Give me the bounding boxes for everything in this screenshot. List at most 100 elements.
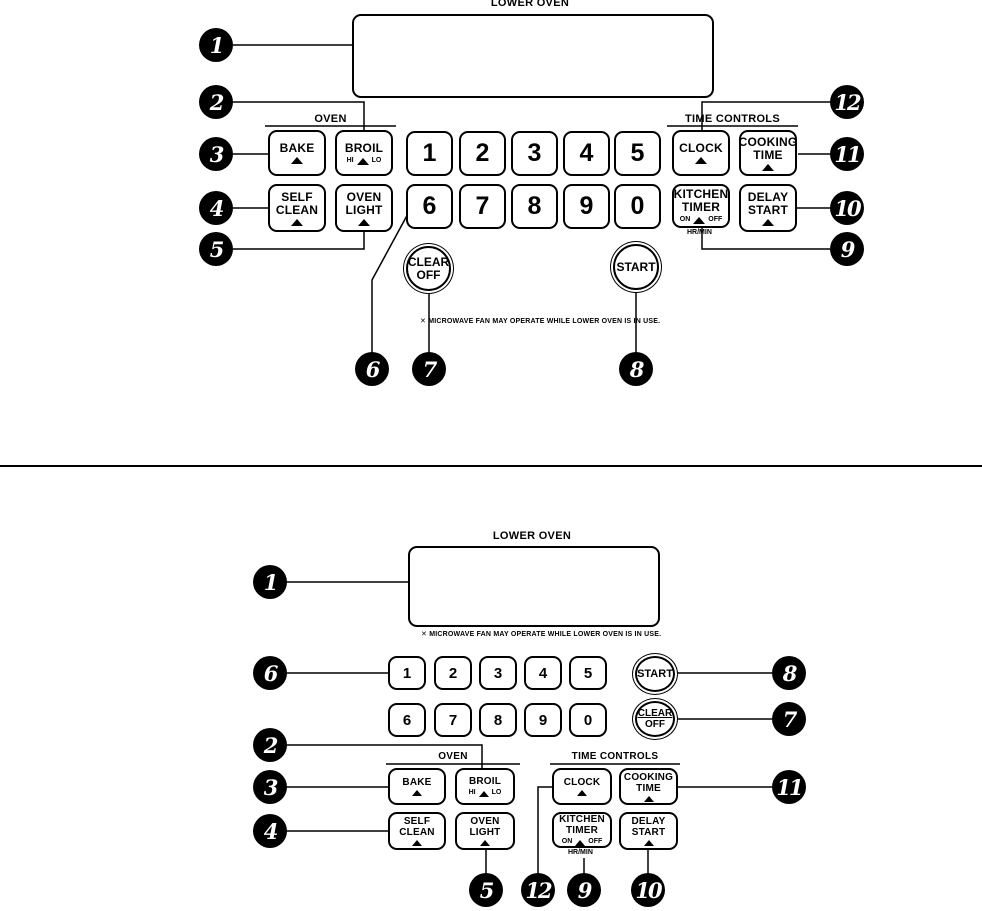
callout-12: 12 [830,85,864,119]
cooking-time-label-1: COOKING [623,771,674,783]
callout-3: 3 [199,137,233,171]
top-oven-display [352,14,714,98]
delay-start-label-1: DELAY [747,189,789,204]
delay-start-label-1: DELAY [631,816,666,827]
top-start-button[interactable]: START [613,244,659,290]
top-digit-5[interactable]: 5 [614,131,661,176]
kitchen-timer-label-2: TIMER [681,200,721,214]
bottom-digit-4[interactable]: 4 [524,656,562,690]
clock-label: CLOCK [563,777,601,788]
bottom-digit-6[interactable]: 6 [388,703,426,737]
callout-12: 12 [521,873,555,907]
callout-11: 11 [830,137,864,171]
top-digit-6[interactable]: 6 [406,184,453,229]
broil-label: BROIL [344,140,384,155]
callout-4: 4 [199,191,233,225]
broil-hi-label: HI [468,789,476,796]
callout-5: 5 [469,873,503,907]
top-clear-off-button[interactable]: CLEAR OFF [406,246,451,291]
bottom-time-controls-header: TIME CONTROLS [571,751,659,762]
bottom-digit-5[interactable]: 5 [569,656,607,690]
indicator-icon [695,157,707,164]
broil-hi-label: HI [346,156,354,164]
callout-5: 5 [199,232,233,266]
top-self-clean-button[interactable]: SELF CLEAN [268,184,326,232]
top-cooking-time-button[interactable]: COOKING TIME [739,130,797,176]
indicator-icon [762,163,774,171]
broil-lo-label: LO [491,789,502,796]
indicator-icon [478,791,489,797]
clear-label: CLEAR [637,708,673,719]
top-panel-title: LOWER OVEN [490,0,570,9]
bottom-digit-7[interactable]: 7 [434,703,472,737]
kitchen-timer-label-2: TIMER [565,825,599,836]
oven-light-label-1: OVEN [346,189,382,204]
bottom-digit-0[interactable]: 0 [569,703,607,737]
callout-9: 9 [567,873,601,907]
clock-label: CLOCK [679,141,723,155]
top-oven-light-button[interactable]: OVEN LIGHT [335,184,393,232]
top-digit-3[interactable]: 3 [511,131,558,176]
bottom-digit-2[interactable]: 2 [434,656,472,690]
indicator-icon [643,795,654,802]
section-divider [0,465,982,467]
oven-light-label-1: OVEN [470,816,500,827]
top-digit-0[interactable]: 0 [614,184,661,229]
cooking-time-label-2: TIME [753,147,783,162]
top-digit-9[interactable]: 9 [563,184,610,229]
broil-lo-label: LO [371,156,382,164]
callout-8: 8 [619,352,653,386]
top-digit-2[interactable]: 2 [459,131,506,176]
indicator-icon [693,217,706,224]
bottom-digit-9[interactable]: 9 [524,703,562,737]
cooking-time-label-1: COOKING [738,134,798,149]
bottom-digit-8[interactable]: 8 [479,703,517,737]
oven-light-label-2: LIGHT [345,202,383,217]
bottom-hr-min-label: HR/MIN [568,849,593,856]
top-delay-start-button[interactable]: DELAY START [739,184,797,232]
top-digit-8[interactable]: 8 [511,184,558,229]
top-broil-button[interactable]: BROIL HI LO [335,130,393,176]
bake-label: BAKE [402,777,432,788]
bottom-self-clean-button[interactable]: SELF CLEAN [388,812,446,850]
bottom-start-button[interactable]: START [635,656,675,692]
top-digit-4[interactable]: 4 [563,131,610,176]
bottom-bake-button[interactable]: BAKE [388,768,446,805]
top-digit-7[interactable]: 7 [459,184,506,229]
kitchen-timer-label-1: KITCHEN [673,187,729,201]
indicator-icon [762,218,774,226]
bottom-fan-note: ✕ MICROWAVE FAN MAY OPERATE WHILE LOWER … [421,631,662,638]
callout-4: 4 [253,814,287,848]
bottom-oven-light-button[interactable]: OVEN LIGHT [455,812,515,850]
top-digit-1[interactable]: 1 [406,131,453,176]
bottom-clock-button[interactable]: CLOCK [552,768,612,805]
bottom-clear-off-button[interactable]: CLEAR OFF [635,701,675,737]
delay-start-label-2: START [747,202,789,217]
callout-10: 10 [631,873,665,907]
top-bake-button[interactable]: BAKE [268,130,326,176]
top-fan-note: ✕ MICROWAVE FAN MAY OPERATE WHILE LOWER … [420,318,661,325]
bottom-cooking-time-button[interactable]: COOKING TIME [619,768,678,805]
bottom-delay-start-button[interactable]: DELAY START [619,812,678,850]
indicator-icon [412,790,422,796]
timer-on-label: ON [561,838,573,845]
oven-light-label-2: LIGHT [469,827,501,838]
callout-1: 1 [253,565,287,599]
timer-on-label: ON [679,216,691,223]
off-label: OFF [416,267,441,282]
bottom-digit-3[interactable]: 3 [479,656,517,690]
top-clock-button[interactable]: CLOCK [672,130,730,176]
callout-7: 7 [772,702,806,736]
bottom-panel-title: LOWER OVEN [492,530,572,542]
indicator-icon [358,218,370,226]
callout-3: 3 [253,770,287,804]
indicator-icon [291,218,303,226]
top-time-controls-header: TIME CONTROLS [685,113,780,125]
self-clean-label-2: CLEAN [399,827,435,838]
bottom-digit-1[interactable]: 1 [388,656,426,690]
cooking-time-label-2: TIME [636,782,661,794]
